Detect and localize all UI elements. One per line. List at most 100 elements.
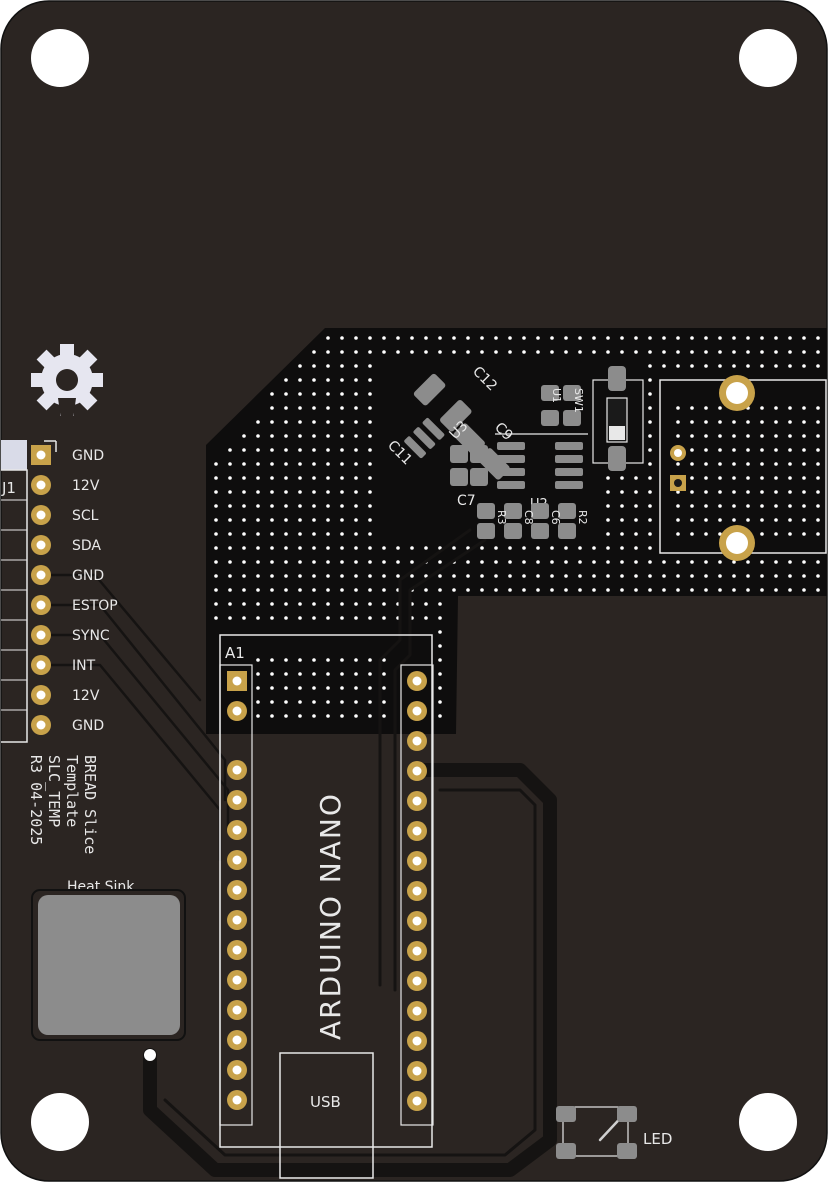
via (788, 532, 792, 536)
via (284, 378, 288, 382)
via (746, 490, 750, 494)
via (326, 560, 330, 564)
via (578, 588, 582, 592)
via (298, 546, 302, 550)
via (368, 406, 372, 410)
via (648, 406, 652, 410)
via (256, 560, 260, 564)
via (732, 588, 736, 592)
via (732, 476, 736, 480)
via (746, 434, 750, 438)
via (522, 546, 526, 550)
nano-pad-hole (232, 825, 242, 835)
via (606, 574, 610, 578)
via (606, 476, 610, 480)
via (340, 686, 344, 690)
mounting-hole (31, 1093, 89, 1151)
via (368, 658, 372, 662)
via (298, 700, 302, 704)
via (312, 476, 316, 480)
via (326, 504, 330, 508)
via (298, 448, 302, 452)
via (368, 504, 372, 508)
via (368, 588, 372, 592)
j1-pin-label: 12V (72, 478, 100, 494)
j1-pad-hole (36, 510, 46, 520)
via (704, 532, 708, 536)
via (326, 476, 330, 480)
via (242, 518, 246, 522)
via (354, 700, 358, 704)
via (774, 448, 778, 452)
via-field (214, 336, 820, 718)
via (480, 574, 484, 578)
via (480, 560, 484, 564)
via (634, 546, 638, 550)
via (578, 336, 582, 340)
led: LED (556, 1106, 672, 1159)
via (368, 448, 372, 452)
via (326, 406, 330, 410)
via (256, 714, 260, 718)
via (424, 546, 428, 550)
via (746, 476, 750, 480)
via (704, 336, 708, 340)
via (718, 476, 722, 480)
via (354, 392, 358, 396)
via (522, 588, 526, 592)
via (424, 588, 428, 592)
via (312, 392, 316, 396)
via (718, 560, 722, 564)
via (214, 532, 218, 536)
via (676, 406, 680, 410)
nano-pad-hole (412, 946, 422, 956)
via (340, 392, 344, 396)
via (816, 504, 820, 508)
via (704, 406, 708, 410)
via (816, 490, 820, 494)
via (270, 406, 274, 410)
via (466, 350, 470, 354)
via (326, 364, 330, 368)
via (228, 462, 232, 466)
via (494, 588, 498, 592)
via (214, 518, 218, 522)
via (592, 336, 596, 340)
via (368, 336, 372, 340)
via (284, 434, 288, 438)
via (438, 644, 442, 648)
via (312, 616, 316, 620)
via (648, 532, 652, 536)
via (228, 546, 232, 550)
via (620, 518, 624, 522)
via (270, 700, 274, 704)
via (774, 574, 778, 578)
via (298, 672, 302, 676)
via (760, 574, 764, 578)
via (452, 588, 456, 592)
via (802, 336, 806, 340)
via (326, 434, 330, 438)
via (228, 476, 232, 480)
via (214, 476, 218, 480)
via (256, 504, 260, 508)
via (620, 490, 624, 494)
via (592, 560, 596, 564)
via (746, 588, 750, 592)
via (788, 518, 792, 522)
via (704, 476, 708, 480)
via (298, 518, 302, 522)
via (228, 574, 232, 578)
via (634, 588, 638, 592)
via (298, 364, 302, 368)
c8-label: C8 (522, 510, 535, 525)
via (802, 504, 806, 508)
j1-pin-label: GND (72, 568, 104, 584)
via (592, 546, 596, 550)
via (802, 462, 806, 466)
via (326, 378, 330, 382)
via (242, 602, 246, 606)
via (634, 476, 638, 480)
via (270, 672, 274, 676)
via (228, 504, 232, 508)
